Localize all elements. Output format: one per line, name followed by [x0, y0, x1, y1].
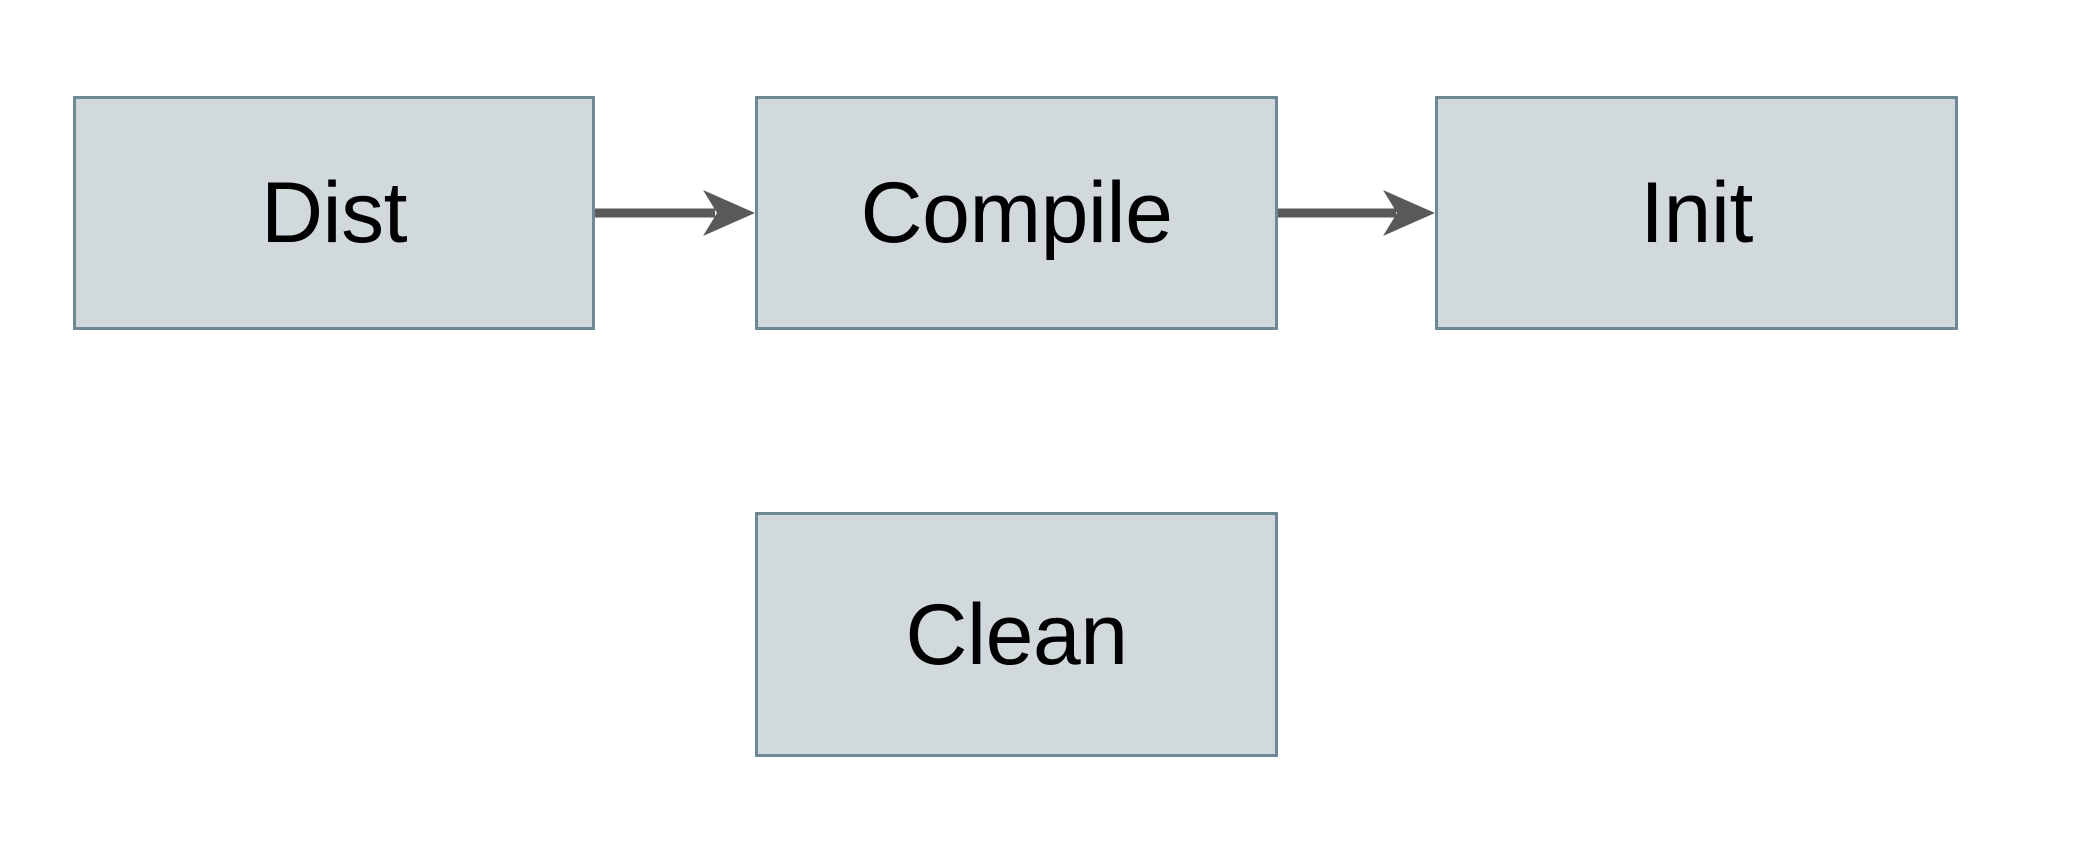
arrowhead-icon	[703, 190, 755, 236]
node-init-label: Init	[1640, 165, 1753, 261]
node-compile-label: Compile	[860, 165, 1173, 261]
node-clean-label: Clean	[905, 586, 1128, 683]
node-dist[interactable]: Dist	[73, 96, 595, 330]
node-clean[interactable]: Clean	[755, 512, 1278, 757]
arrowhead-icon	[1383, 190, 1435, 236]
node-init[interactable]: Init	[1435, 96, 1958, 330]
edge-compile-to-init[interactable]	[1278, 188, 1435, 238]
node-compile[interactable]: Compile	[755, 96, 1278, 330]
edge-dist-to-compile[interactable]	[595, 188, 755, 238]
node-dist-label: Dist	[260, 165, 408, 261]
